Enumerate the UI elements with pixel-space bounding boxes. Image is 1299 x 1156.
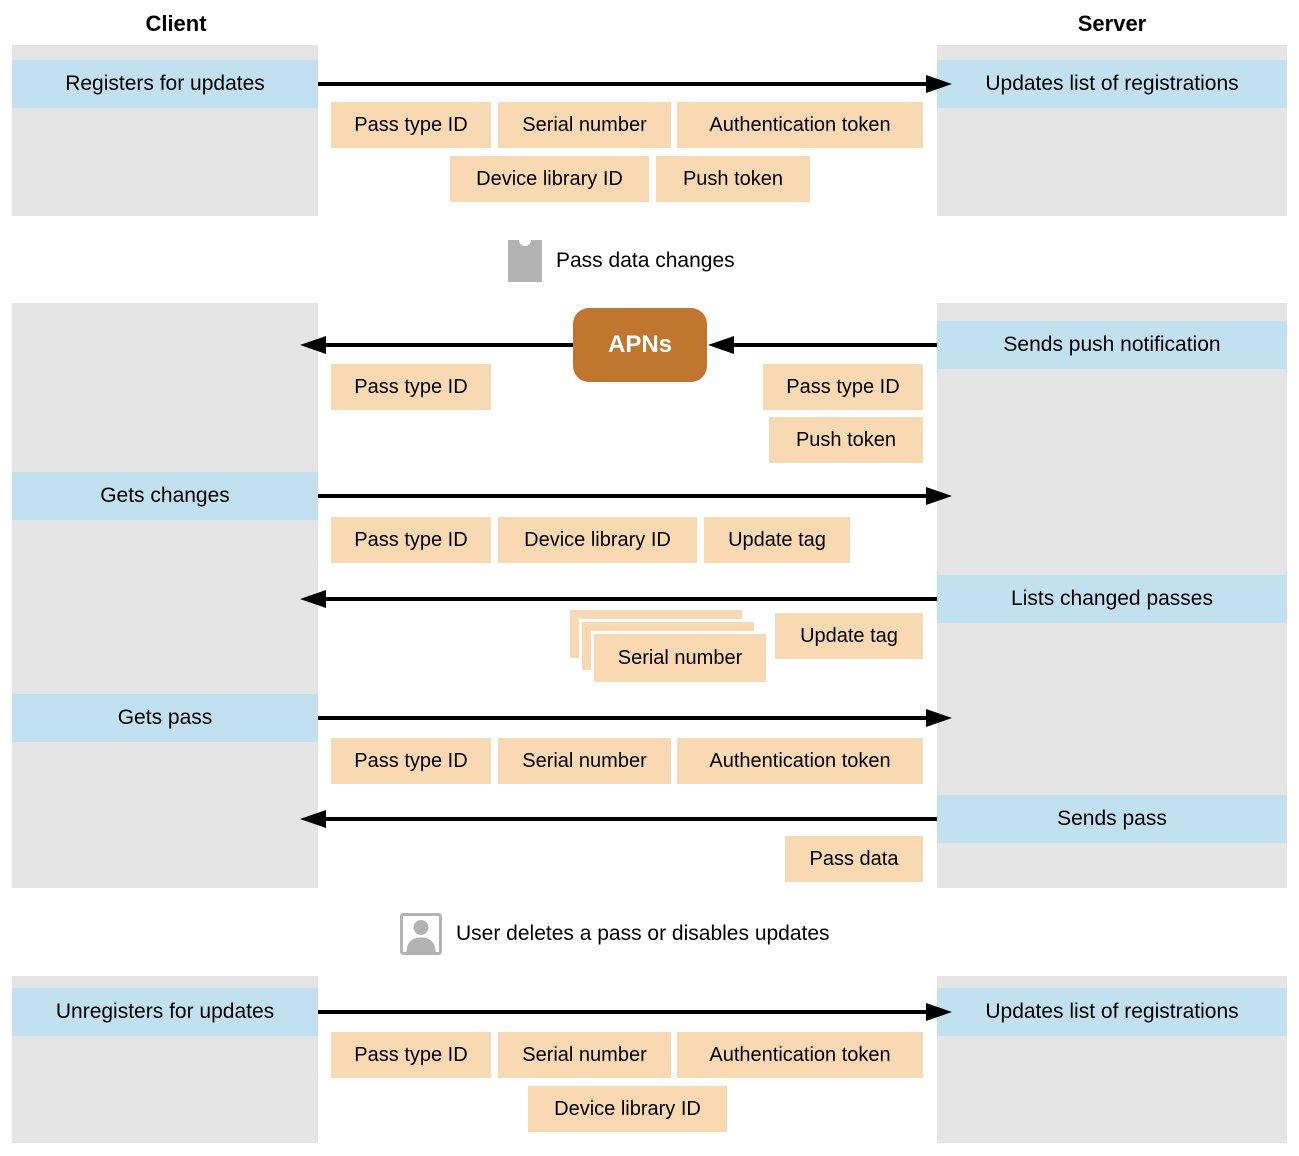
param-update-tag: Update tag <box>704 517 850 563</box>
arrow-head-right-icon <box>926 709 952 727</box>
step-lists-changed-passes: Lists changed passes <box>937 575 1287 623</box>
arrow-line <box>318 1010 928 1014</box>
param-pass-type-id: Pass type ID <box>331 102 491 148</box>
param-serial-number-stacked: Serial number <box>591 631 769 685</box>
step-sends-push-notification: Sends push notification <box>937 321 1287 369</box>
step-gets-pass: Gets pass <box>12 694 318 742</box>
param-push-token: Push token <box>656 156 810 202</box>
param-pass-type-id: Pass type ID <box>331 738 491 784</box>
param-pass-type-id: Pass type ID <box>763 364 923 410</box>
arrow-head-left-icon <box>300 810 326 828</box>
param-pass-type-id: Pass type ID <box>331 1032 491 1078</box>
param-device-library-id: Device library ID <box>498 517 697 563</box>
param-serial-number: Serial number <box>498 1032 671 1078</box>
apns-box: APNs <box>573 308 707 382</box>
arrow-head-left-icon <box>708 336 734 354</box>
arrow-line <box>326 817 937 821</box>
arrow-line <box>318 82 928 86</box>
client-lane-section-update <box>12 303 318 888</box>
client-column-title: Client <box>145 11 207 36</box>
arrow-line <box>326 343 573 347</box>
param-update-tag: Update tag <box>775 613 923 659</box>
step-updates-list-of-registrations: Updates list of registrations <box>937 60 1287 108</box>
step-sends-pass: Sends pass <box>937 795 1287 843</box>
param-authentication-token: Authentication token <box>677 738 923 784</box>
param-serial-number: Serial number <box>498 102 671 148</box>
annotation-pass-data-changes: Pass data changes <box>556 249 735 272</box>
arrow-line <box>734 343 937 347</box>
server-column-title: Server <box>1077 11 1147 36</box>
param-push-token: Push token <box>769 417 923 463</box>
annotation-user-deletes: User deletes a pass or disables updates <box>456 922 830 945</box>
arrow-head-right-icon <box>926 75 952 93</box>
param-pass-type-id: Pass type ID <box>331 364 491 410</box>
param-pass-type-id: Pass type ID <box>331 517 491 563</box>
step-registers-for-updates: Registers for updates <box>12 60 318 108</box>
param-authentication-token: Authentication token <box>677 1032 923 1078</box>
param-device-library-id: Device library ID <box>450 156 649 202</box>
user-icon <box>400 913 442 960</box>
step-updates-list-of-registrations: Updates list of registrations <box>937 988 1287 1036</box>
param-device-library-id: Device library ID <box>528 1086 727 1132</box>
arrow-head-right-icon <box>926 487 952 505</box>
arrow-head-left-icon <box>300 590 326 608</box>
arrow-line <box>318 716 928 720</box>
step-unregisters-for-updates: Unregisters for updates <box>12 988 318 1036</box>
arrow-line <box>326 597 937 601</box>
arrow-head-right-icon <box>926 1003 952 1021</box>
param-serial-number: Serial number <box>498 738 671 784</box>
step-gets-changes: Gets changes <box>12 472 318 520</box>
arrow-line <box>318 494 928 498</box>
param-authentication-token: Authentication token <box>677 102 923 148</box>
param-pass-data: Pass data <box>785 836 923 882</box>
arrow-head-left-icon <box>300 336 326 354</box>
pass-icon <box>508 240 542 287</box>
